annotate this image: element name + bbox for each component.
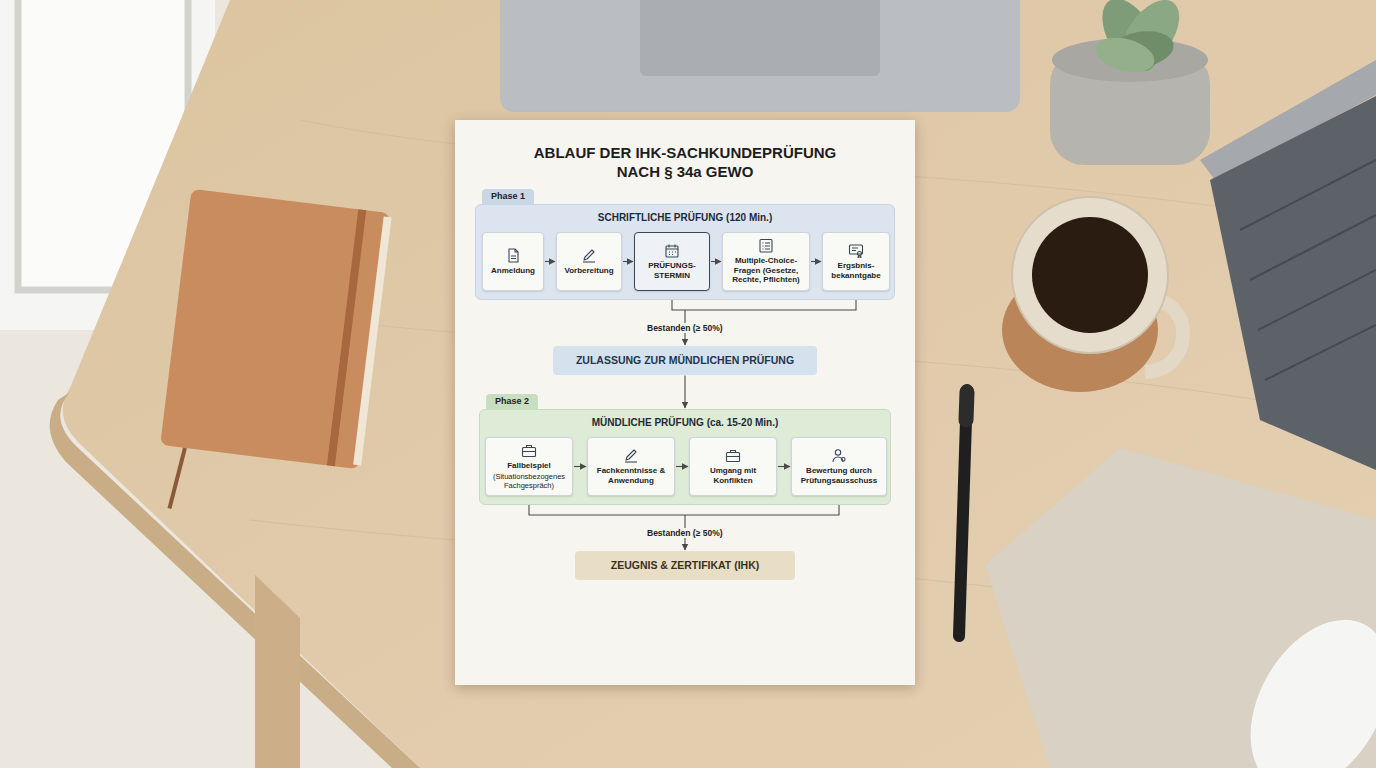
- phase-heading: SCHRIFTLICHE PRÜFUNG (120 Min.): [476, 212, 894, 224]
- flow-arrow: [778, 466, 790, 467]
- laptop-right: [1200, 60, 1376, 470]
- flow-arrow: [545, 261, 555, 262]
- flow-arrow: [623, 261, 633, 262]
- phase-tag: Phase 1: [482, 189, 534, 205]
- process-box: Fallbeispiel(Situationsbezogenes Fachges…: [485, 437, 573, 496]
- desk-top: [63, 0, 1376, 768]
- succulent-plant: [1050, 0, 1210, 165]
- flow-arrow: [711, 261, 721, 262]
- kase-icon: [521, 443, 537, 458]
- pen-icon: [623, 448, 639, 463]
- milestone-box: ZULASSUNG ZUR MÜNDLICHEN PRÜFUNG: [553, 346, 817, 375]
- process-box: Fachkenntnisse & Anwendung: [587, 437, 675, 496]
- laptop-top: [500, 0, 1020, 112]
- cert-icon: [848, 243, 864, 258]
- milestone-text: ZEUGNIS & ZERTIFIKAT (IHK): [583, 559, 787, 572]
- notebook: [153, 189, 392, 531]
- paper-sheet: ABLAUF DER IHK-SACHKUNDEPRÜFUNG NACH § 3…: [455, 120, 915, 685]
- phase-band: Phase 1SCHRIFTLICHE PRÜFUNG (120 Min.)An…: [475, 204, 895, 300]
- step-text: (Situationsbezogenes Fachgespräch): [489, 472, 569, 490]
- step-text: Fallbeispiel: [489, 461, 569, 471]
- step-text: PRÜFUNGS- STERMIN: [638, 261, 706, 280]
- phase-heading: MÜNDLICHE PRÜFUNG (ca. 15-20 Min.): [480, 417, 890, 429]
- coffee-cup: [1002, 197, 1183, 392]
- process-box: Ergsbnis- bekanntgabe: [822, 232, 890, 291]
- step-text: Ergsbnis- bekanntgabe: [826, 261, 886, 280]
- milestone-text: ZULASSUNG ZUR MÜNDLICHEN PRÜFUNG: [561, 354, 809, 367]
- pen: [959, 390, 967, 636]
- pen-icon: [581, 248, 597, 263]
- cal-icon: [664, 243, 680, 258]
- flow-arrow: [574, 466, 586, 467]
- doc-icon: [505, 248, 521, 263]
- edge-label: Bestanden (≥ 50%): [644, 528, 726, 538]
- step-text: Umgang mit Konflikten: [693, 466, 773, 485]
- step-text: Fachkenntnisse & Anwendung: [591, 466, 671, 485]
- flow-arrow: [676, 466, 688, 467]
- process-box: Bewertung durch Prüfungsausschuss: [791, 437, 887, 496]
- process-box: PRÜFUNGS- STERMIN: [634, 232, 710, 291]
- process-box: Vorbereitung: [556, 232, 622, 291]
- process-box: Umgang mit Konflikten: [689, 437, 777, 496]
- mouse: [1222, 595, 1376, 768]
- kase-icon: [725, 448, 741, 463]
- milestone-box: ZEUGNIS & ZERTIFIKAT (IHK): [575, 551, 795, 580]
- step-text: Vorbereitung: [560, 266, 618, 276]
- phase-band: Phase 2MÜNDLICHE PRÜFUNG (ca. 15-20 Min.…: [479, 409, 891, 505]
- edge-label: Bestanden (≥ 50%): [644, 323, 726, 333]
- step-text: Anmeldung: [486, 266, 540, 276]
- step-text: Bewertung durch Prüfungsausschuss: [795, 466, 883, 485]
- step-text: Multiple-Choice- Fragen (Gesetze, Rechte…: [726, 256, 806, 285]
- flow-arrow: [811, 261, 821, 262]
- list-icon: [758, 238, 774, 253]
- process-box: Anmeldung: [482, 232, 544, 291]
- person-icon: [831, 448, 847, 463]
- flow-arrow: [684, 376, 685, 408]
- desk-leg: [255, 575, 300, 768]
- diagram-title: ABLAUF DER IHK-SACHKUNDEPRÜFUNG NACH § 3…: [520, 144, 850, 182]
- process-box: Multiple-Choice- Fragen (Gesetze, Rechte…: [722, 232, 810, 291]
- flow-arrow: [529, 505, 839, 550]
- phase-tag: Phase 2: [486, 394, 538, 410]
